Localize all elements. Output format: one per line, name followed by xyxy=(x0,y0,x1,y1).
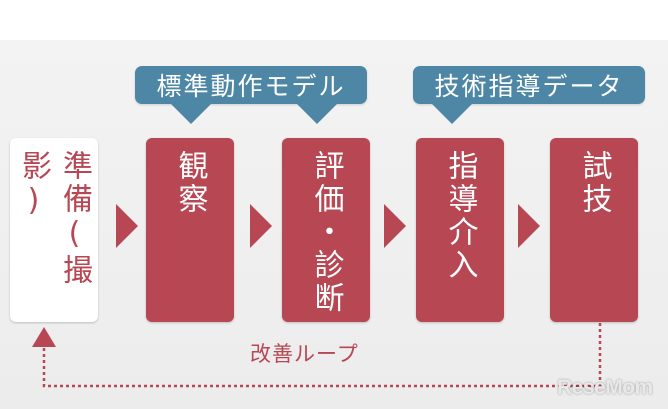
tag-label: 技術指導データ xyxy=(434,72,624,101)
flow-arrow xyxy=(384,204,406,248)
step-label: 準備(撮影) xyxy=(16,150,92,287)
tag-pointer-guidance xyxy=(432,104,472,124)
tag-standard-motion-model: 標準動作モデル xyxy=(135,66,367,104)
flow-arrow xyxy=(116,204,138,248)
tag-technical-guidance-data: 技術指導データ xyxy=(413,66,645,104)
flow-arrow xyxy=(250,204,272,248)
step-observation: 観察 xyxy=(146,138,234,322)
step-label: 試技 xyxy=(576,150,612,216)
step-label: 観察 xyxy=(172,150,208,216)
flow-arrow xyxy=(518,204,540,248)
step-preparation: 準備(撮影) xyxy=(10,138,98,322)
step-trial: 試技 xyxy=(550,138,638,322)
tag-label: 標準動作モデル xyxy=(156,72,346,101)
step-evaluation-diagnosis: 評価・診断 xyxy=(282,138,370,322)
resemom-logo: ReseMom xyxy=(557,376,653,399)
improvement-loop-label: 改善ループ xyxy=(250,342,359,366)
tag-pointer-evaluation xyxy=(297,104,337,124)
loop-arrowhead xyxy=(32,327,56,347)
step-label: 指導介入 xyxy=(442,150,478,282)
tag-pointer-observation xyxy=(171,104,211,124)
step-label: 評価・診断 xyxy=(308,150,344,315)
step-guidance-intervention: 指導介入 xyxy=(416,138,504,322)
